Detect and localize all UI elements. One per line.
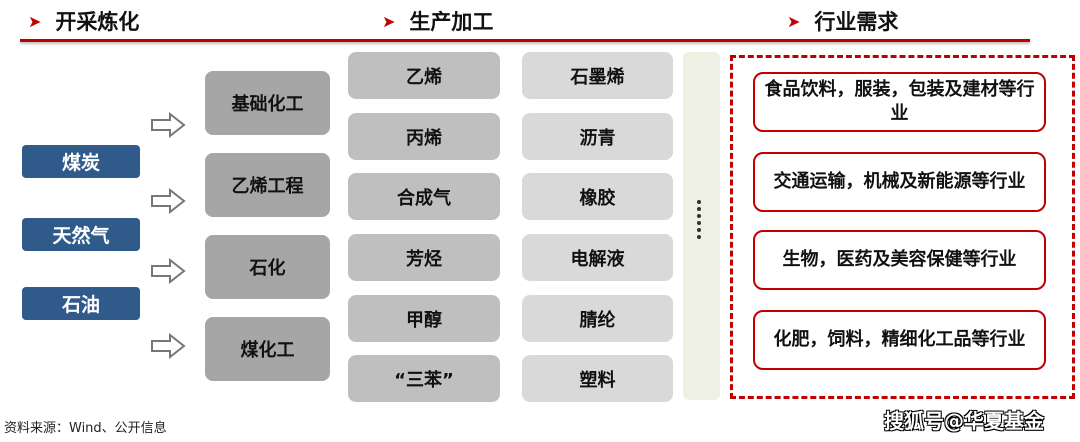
process-box: 煤化工 (205, 317, 330, 381)
arrow-bullet-icon: ➤ (787, 11, 801, 31)
product-box: 沥青 (522, 113, 673, 160)
process-box: 石化 (205, 235, 330, 299)
arrow-bullet-icon: ➤ (382, 11, 396, 31)
source-oil: 石油 (22, 287, 140, 320)
product-box: 乙烯 (348, 52, 500, 99)
industry-box: 生物，医药及美容保健等行业 (753, 230, 1046, 290)
source-note: 资料来源：Wind、公开信息 (4, 421, 167, 436)
product-box: 塑料 (522, 355, 673, 402)
header-demand: ➤ 行业需求 (787, 6, 898, 36)
right-arrow-icon (151, 333, 186, 359)
ellipsis-icon (697, 200, 703, 239)
more-products-box (683, 52, 720, 400)
header-label: 行业需求 (814, 10, 899, 34)
arrow-bullet-icon: ➤ (28, 11, 42, 31)
header-label: 生产加工 (409, 10, 494, 34)
product-box: 丙烯 (348, 113, 500, 160)
header-label: 开采炼化 (55, 10, 140, 34)
process-box: 基础化工 (205, 71, 330, 135)
product-box: 电解液 (522, 234, 673, 281)
product-box: “三苯” (348, 355, 500, 402)
header-mining: ➤ 开采炼化 (28, 6, 139, 36)
product-box: 腈纶 (522, 295, 673, 342)
product-box: 芳烃 (348, 234, 500, 281)
right-arrow-icon (151, 258, 186, 284)
demand-group (730, 55, 1075, 399)
industry-box: 化肥，饲料，精细化工品等行业 (753, 310, 1046, 370)
right-arrow-icon (151, 188, 186, 214)
industry-box: 交通运输，机械及新能源等行业 (753, 152, 1046, 212)
header-production: ➤ 生产加工 (382, 6, 493, 36)
process-box: 乙烯工程 (205, 153, 330, 217)
product-box: 石墨烯 (522, 52, 673, 99)
right-arrow-icon (151, 112, 186, 138)
product-box: 甲醇 (348, 295, 500, 342)
watermark: 搜狐号@华夏基金 (884, 409, 1044, 433)
product-box: 橡胶 (522, 173, 673, 220)
source-coal: 煤炭 (22, 145, 140, 178)
product-box: 合成气 (348, 173, 500, 220)
industry-box: 食品饮料，服装，包装及建材等行业 (753, 72, 1046, 132)
divider (20, 39, 1030, 42)
source-gas: 天然气 (22, 218, 140, 251)
